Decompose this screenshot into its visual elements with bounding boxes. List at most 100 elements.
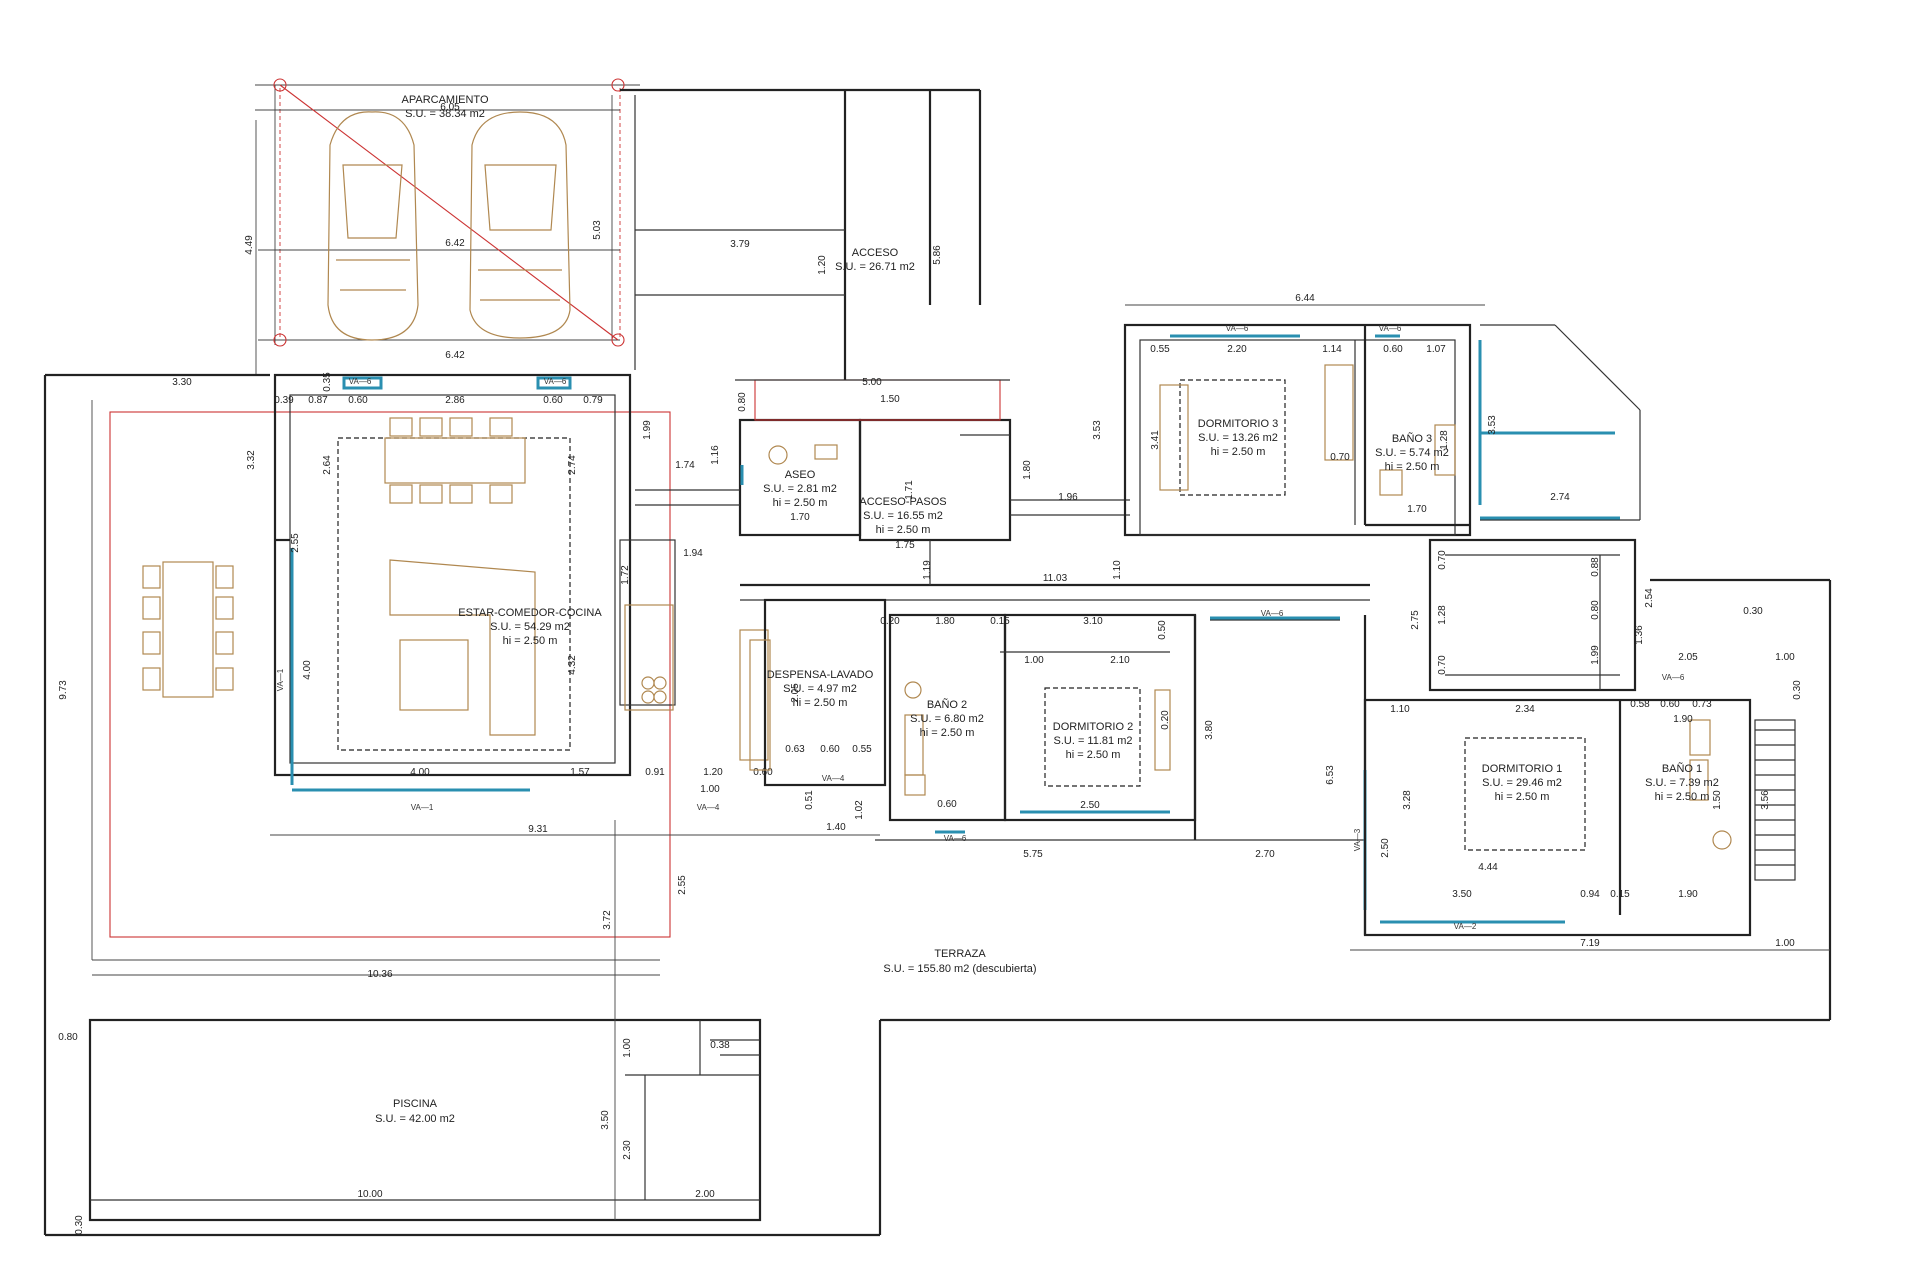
dim-garage-mid: 6.42 <box>445 238 465 249</box>
dim-c128: 1.28 <box>1437 605 1448 625</box>
dim-d1-350: 3.50 <box>1452 889 1472 900</box>
d2-area: S.U. = 11.81 m2 <box>1054 735 1133 747</box>
dim-080: 0.80 <box>737 392 748 412</box>
dim-055: 0.55 <box>1150 344 1170 355</box>
dim-des-210: 2.10 <box>1110 655 1130 666</box>
aseo-pasos: ASEO S.U. = 2.81 m2 hi = 2.50 m ACCESO-P… <box>635 377 1130 551</box>
dim-b1-073: 0.73 <box>1692 699 1712 710</box>
dim-d1-094: 0.94 <box>1580 889 1600 900</box>
terrace-dining-table <box>142 561 234 698</box>
d3-height: hi = 2.50 m <box>1211 446 1266 458</box>
dim-des-051: 0.51 <box>804 790 815 810</box>
window-va4-b: VA—4 <box>822 774 845 783</box>
estar-area: S.U. = 54.29 m2 <box>490 621 570 633</box>
dim-372: 3.72 <box>602 910 613 930</box>
dim-des-140: 1.40 <box>826 822 846 833</box>
dim-087: 0.87 <box>308 395 328 406</box>
dim-d3-070: 0.70 <box>1330 452 1350 463</box>
despensa-name: DESPENSA-LAVADO <box>767 669 874 681</box>
dim-des-020b: 0.20 <box>1160 710 1171 730</box>
dim-des-020: 0.20 <box>880 616 900 627</box>
dim-400h: 4.00 <box>410 767 430 778</box>
dim-060a: 0.60 <box>348 395 368 406</box>
d1-area: S.U. = 29.46 m2 <box>1482 777 1562 789</box>
dim-d3-060: 0.60 <box>1383 344 1403 355</box>
dim-b1-060: 0.60 <box>1660 699 1680 710</box>
dim-275: 2.75 <box>1410 610 1421 630</box>
dim-171: 1.71 <box>904 480 915 500</box>
bano2-name: BAÑO 2 <box>927 698 967 711</box>
b1-height: hi = 2.50 m <box>1655 791 1710 803</box>
car-left <box>327 111 419 341</box>
dim-d1-719: 7.19 <box>1580 938 1600 949</box>
dim-120: 1.20 <box>703 767 723 778</box>
dim-terrace-width: 10.36 <box>367 969 392 980</box>
pasos-name: ACCESO-PASOS <box>859 496 946 508</box>
pasos-area: S.U. = 16.55 m2 <box>863 510 943 522</box>
dim-des-060: 0.60 <box>820 744 840 755</box>
dim-b1-030: 0.30 <box>1743 606 1763 617</box>
dim-garage-bottom: 6.42 <box>445 350 465 361</box>
terraza-name: TERRAZA <box>934 948 986 960</box>
dim-d1-015: 0.15 <box>1610 889 1630 900</box>
dim-180: 1.80 <box>1022 460 1033 480</box>
b3-height: hi = 2.50 m <box>1385 461 1440 473</box>
car-right <box>469 111 571 339</box>
dim-353: 3.53 <box>1092 420 1103 440</box>
despensa-bath2-bedroom2: DESPENSA-LAVADO S.U. = 4.97 m2 hi = 2.50… <box>749 598 1367 935</box>
dim-des-055: 0.55 <box>852 744 872 755</box>
dim-d1-250: 2.50 <box>1380 838 1391 858</box>
dim-432: 4.32 <box>567 655 578 675</box>
dim-des-250: 2.50 <box>1080 800 1100 811</box>
d2-height: hi = 2.50 m <box>1066 749 1121 761</box>
dim-1103: 11.03 <box>1043 573 1068 584</box>
dim-des-310: 3.10 <box>1083 616 1103 627</box>
dim-400v: 4.00 <box>302 660 313 680</box>
bedroom3-bath3: 6.44 DORMITORIO 3 S.U. = 13.26 m2 hi = 2… <box>1092 293 1641 537</box>
dim-341: 3.41 <box>1150 430 1161 450</box>
terraza-area: S.U. = 155.80 m2 (descubierta) <box>883 963 1036 975</box>
dim-acceso-right: 5.86 <box>932 245 943 265</box>
dim-b3-353: 3.53 <box>1487 415 1498 435</box>
pool-area: S.U. = 42.00 m2 <box>375 1113 455 1125</box>
aseo-name: ASEO <box>785 469 816 481</box>
dim-des-100: 1.00 <box>1024 655 1044 666</box>
dim-b1-058: 0.58 <box>1630 699 1650 710</box>
dim-c110: 1.10 <box>1390 704 1410 715</box>
dim-des-180: 1.80 <box>935 616 955 627</box>
window-va6-f: VA—6 <box>1261 609 1284 618</box>
dim-des-205: 2.05 <box>790 683 801 703</box>
dim-264: 2.64 <box>322 455 333 475</box>
aseo-area: S.U. = 2.81 m2 <box>763 483 837 495</box>
dim-acceso-height: 1.20 <box>817 255 828 275</box>
d3-area: S.U. = 13.26 m2 <box>1198 432 1278 444</box>
dim-100: 1.00 <box>700 784 720 795</box>
dim-035: 0.35 <box>322 372 333 392</box>
dim-150: 1.50 <box>880 394 900 405</box>
b1-name: BAÑO 1 <box>1662 762 1702 775</box>
acceso-name: ACCESO <box>852 247 899 259</box>
dim-acceso-width: 3.79 <box>730 239 750 250</box>
dim-des-270: 2.70 <box>1255 849 1275 860</box>
dim-196: 1.96 <box>1058 492 1078 503</box>
dim-286: 2.86 <box>445 395 465 406</box>
pool-name: PISCINA <box>393 1098 438 1110</box>
dim-931: 9.31 <box>528 824 548 835</box>
living-room: ESTAR-COMEDOR-COCINA S.U. = 54.29 m2 hi … <box>172 372 773 812</box>
dim-199: 1.99 <box>642 420 653 440</box>
dim-d1-444: 4.44 <box>1478 862 1498 873</box>
estar-height: hi = 2.50 m <box>503 635 558 647</box>
dim-c199: 1.99 <box>1590 645 1601 665</box>
window-va3: VA—3 <box>1353 828 1362 851</box>
window-va2: VA—2 <box>1454 922 1477 931</box>
dim-c080: 0.80 <box>1590 600 1601 620</box>
dim-b1-190: 1.90 <box>1673 714 1693 725</box>
dim-079: 0.79 <box>583 395 603 406</box>
terrace-outline: 10.36 9.31 9.73 3.72 2.55 TERRAZA S.U. =… <box>43 373 1832 1237</box>
despensa-area: S.U. = 4.97 m2 <box>783 683 857 695</box>
despensa-height: hi = 2.50 m <box>793 697 848 709</box>
window-va4-a: VA—4 <box>697 803 720 812</box>
b3-name: BAÑO 3 <box>1392 432 1432 445</box>
dim-garage-left: 4.49 <box>244 235 255 255</box>
window-va6-c: VA—6 <box>1226 324 1249 333</box>
